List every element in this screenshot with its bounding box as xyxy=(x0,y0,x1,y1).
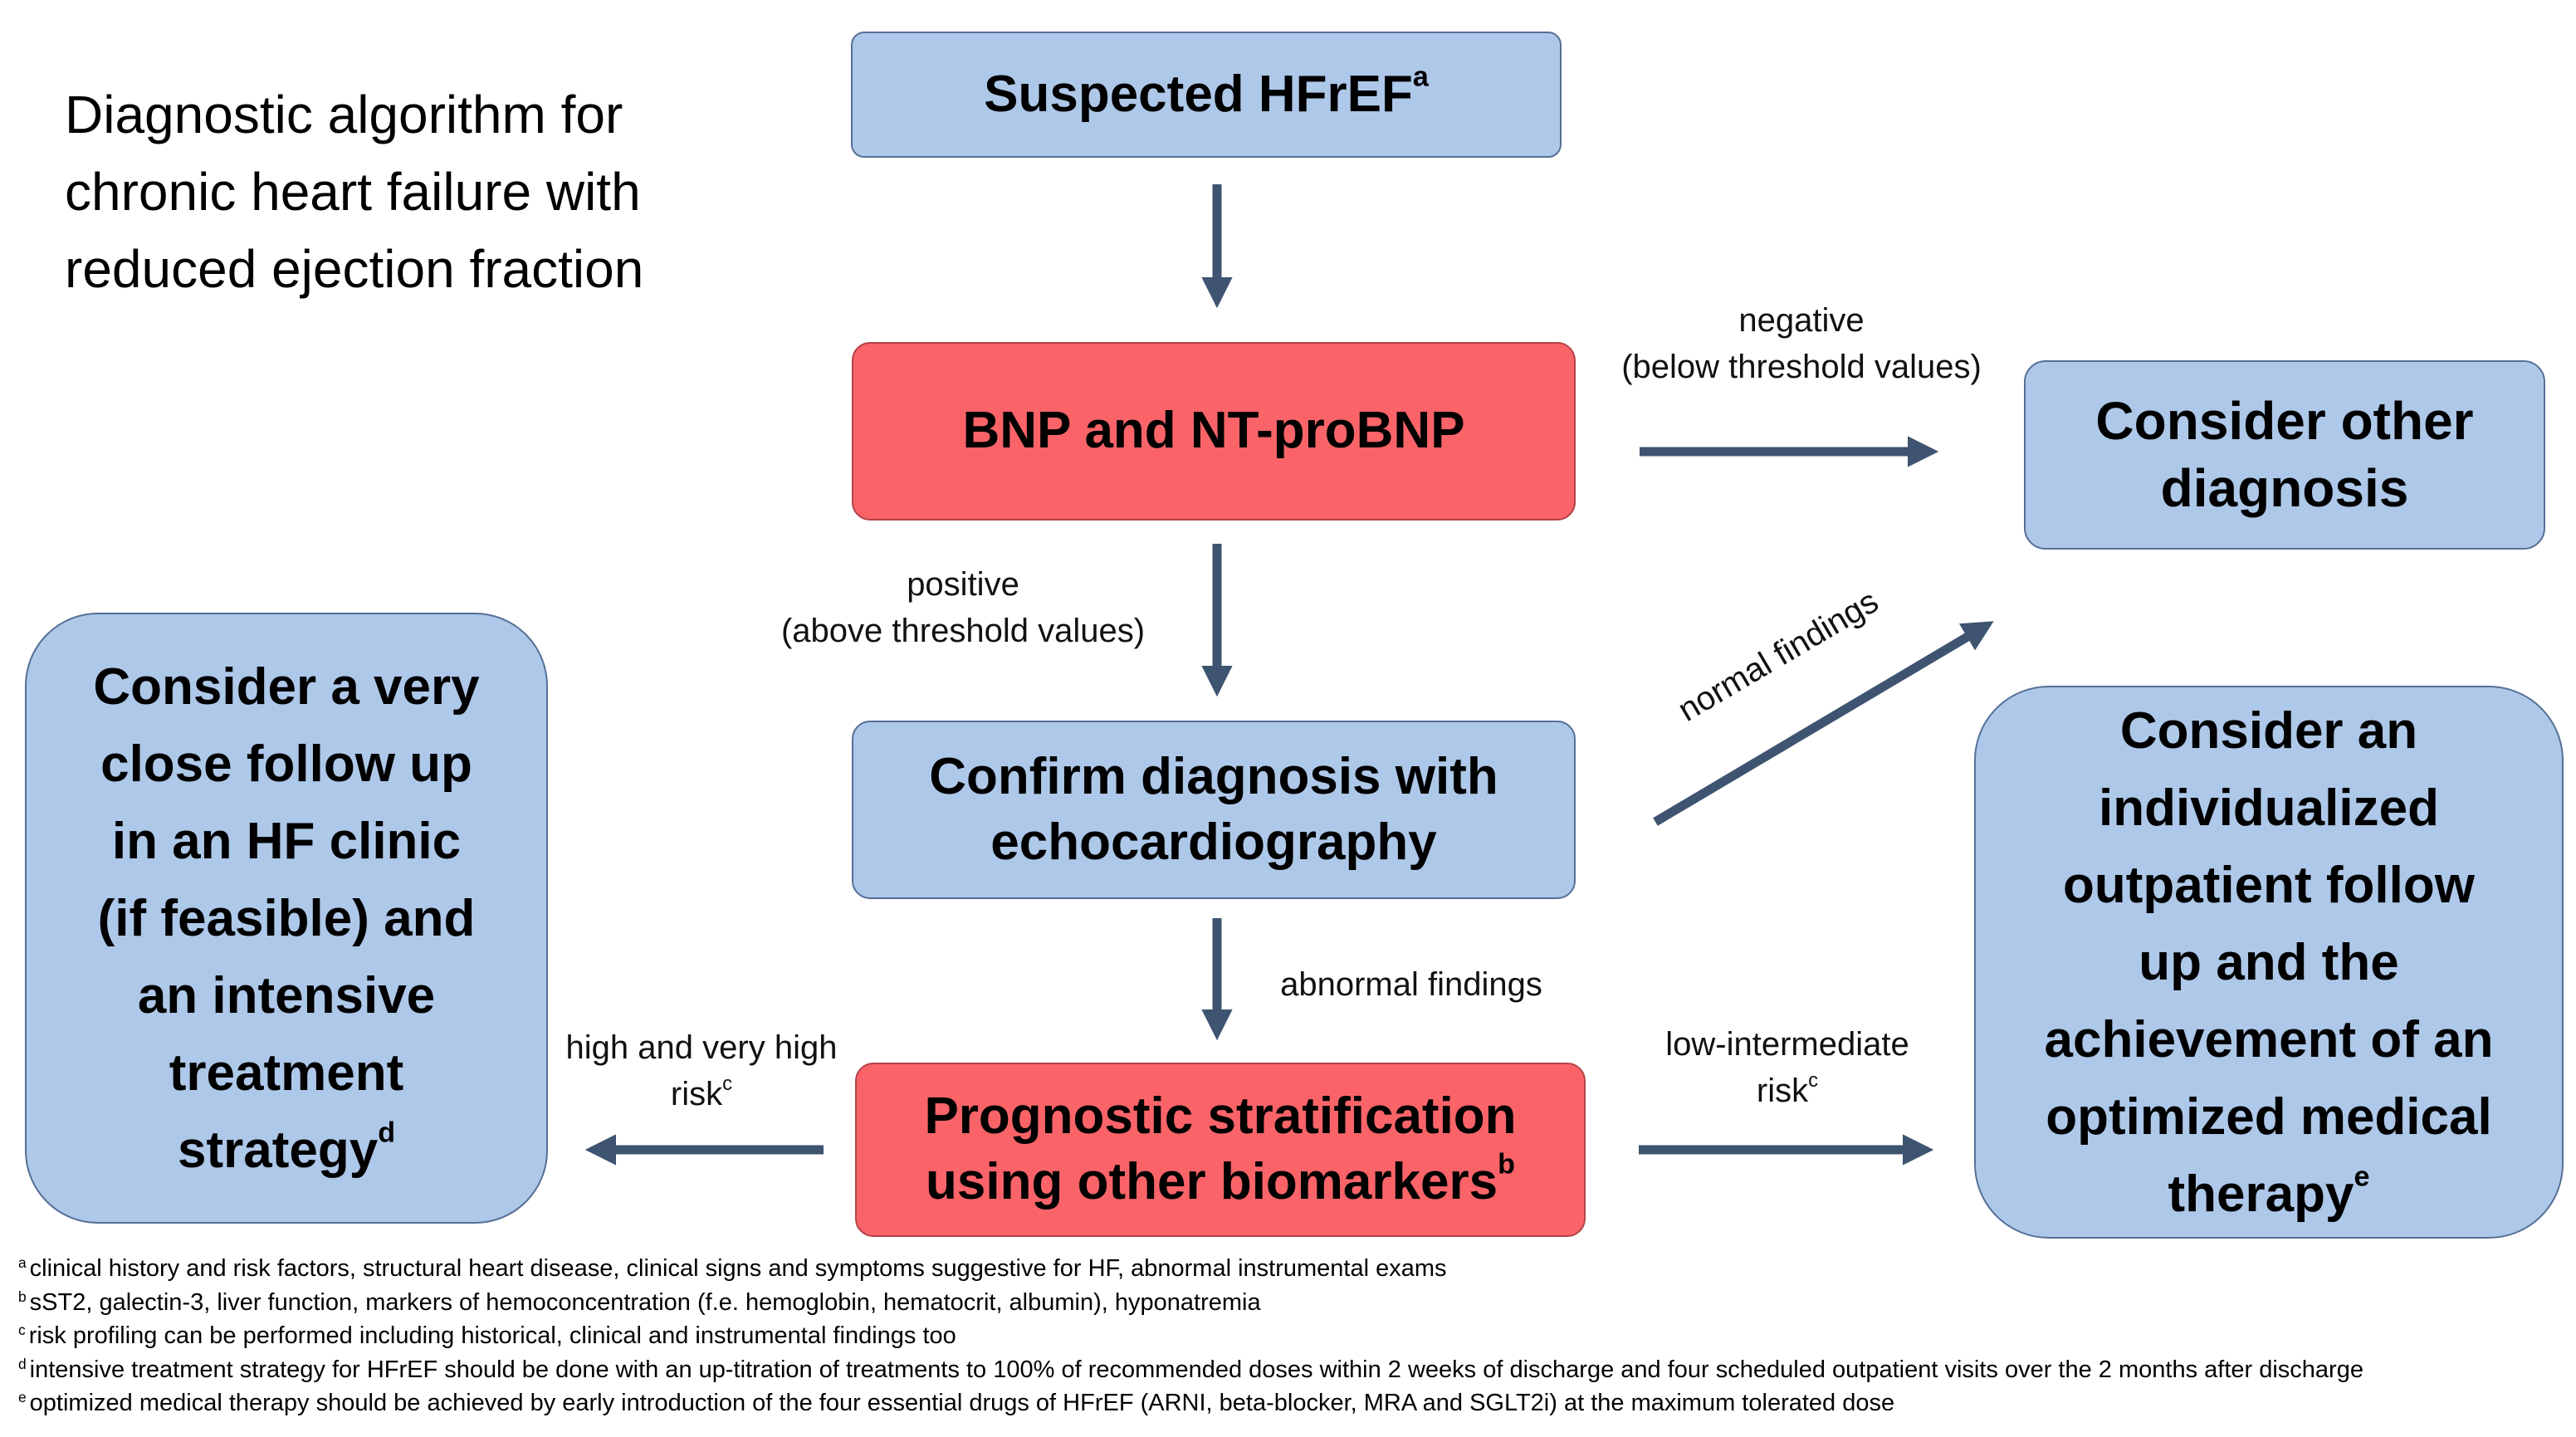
confirm-diagnosis-box: Confirm diagnosis with echocardiography xyxy=(852,721,1576,899)
individualized-line-2: individualized xyxy=(2099,779,2439,837)
confirm-line-1: Confirm diagnosis with xyxy=(929,747,1498,805)
title-line-3: reduced ejection fraction xyxy=(65,238,644,299)
positive-label: positive (above threshold values) xyxy=(739,561,1187,654)
suspected-hfref-text: Suspected HFrEF xyxy=(984,65,1413,123)
positive-line-1: positive xyxy=(907,566,1019,603)
close-followup-line-3: in an HF clinic xyxy=(111,812,462,870)
negative-line-1: negative xyxy=(1738,302,1865,339)
individualized-line-1: Consider an xyxy=(2119,701,2418,760)
footnote-marker-a: a xyxy=(1412,60,1429,92)
negative-line-2: (below threshold values) xyxy=(1621,349,1982,385)
other-diagnosis-line-1: Consider other xyxy=(2095,390,2474,451)
footnote-marker-b: b xyxy=(1498,1148,1515,1180)
abnormal-findings-label: abnormal findings xyxy=(1280,966,1542,1003)
low-risk-line-2: risk xyxy=(1756,1073,1809,1109)
individualized-line-5: achievement of an xyxy=(2044,1010,2494,1068)
individualized-line-3: outpatient follow xyxy=(2063,856,2475,914)
prognostic-stratification-box: Prognostic stratification using other bi… xyxy=(855,1063,1586,1237)
individualized-line-7: therapy xyxy=(2168,1165,2354,1223)
consider-other-diagnosis-box: Consider other diagnosis xyxy=(2024,360,2545,550)
suspected-hfref-box: Suspected HFrEFa xyxy=(851,32,1562,158)
close-followup-line-2: close follow up xyxy=(100,735,472,793)
footnote-marker-c-low: c xyxy=(1808,1069,1819,1092)
individualized-line-6: optimized medical xyxy=(2046,1088,2492,1146)
high-risk-line-2: risk xyxy=(670,1076,723,1112)
other-diagnosis-line-2: diagnosis xyxy=(2160,458,2409,518)
close-followup-line-1: Consider a very xyxy=(93,657,480,716)
close-followup-line-6: treatment xyxy=(169,1044,404,1102)
bnp-text: BNP and NT-proBNP xyxy=(962,402,1465,460)
title-line-1: Diagnostic algorithm for xyxy=(65,85,623,144)
diagram-title: Diagnostic algorithm for chronic heart f… xyxy=(65,76,643,307)
footnote-marker-c-high: c xyxy=(722,1073,733,1095)
negative-label: negative (below threshold values) xyxy=(1577,297,2026,390)
confirm-line-2: echocardiography xyxy=(990,813,1437,871)
close-followup-line-4: (if feasible) and xyxy=(97,889,476,947)
high-risk-label: high and very high riskc xyxy=(548,1024,855,1117)
bnp-box: BNP and NT-proBNP xyxy=(852,342,1576,521)
close-followup-line-5: an intensive xyxy=(137,966,436,1024)
low-intermediate-risk-label: low-intermediate riskc xyxy=(1634,1021,1941,1114)
prognostic-line-2: using other biomarkers xyxy=(926,1153,1498,1210)
prognostic-line-1: Prognostic stratification xyxy=(924,1088,1517,1146)
close-followup-line-7: strategy xyxy=(177,1121,379,1179)
individualized-follow-up-box: Consider an individualized outpatient fo… xyxy=(1974,686,2564,1239)
footnote-marker-e: e xyxy=(2354,1160,2370,1192)
low-risk-line-1: low-intermediate xyxy=(1665,1026,1909,1063)
high-risk-line-1: high and very high xyxy=(565,1029,838,1066)
footnote-marker-d: d xyxy=(378,1116,396,1148)
positive-line-2: (above threshold values) xyxy=(780,613,1146,649)
title-line-2: chronic heart failure with xyxy=(65,161,641,222)
arrow-confirm-to-other-diagnosis xyxy=(1653,621,1994,826)
close-follow-up-box: Consider a very close follow up in an HF… xyxy=(25,613,548,1224)
individualized-line-4: up and the xyxy=(2139,933,2399,991)
